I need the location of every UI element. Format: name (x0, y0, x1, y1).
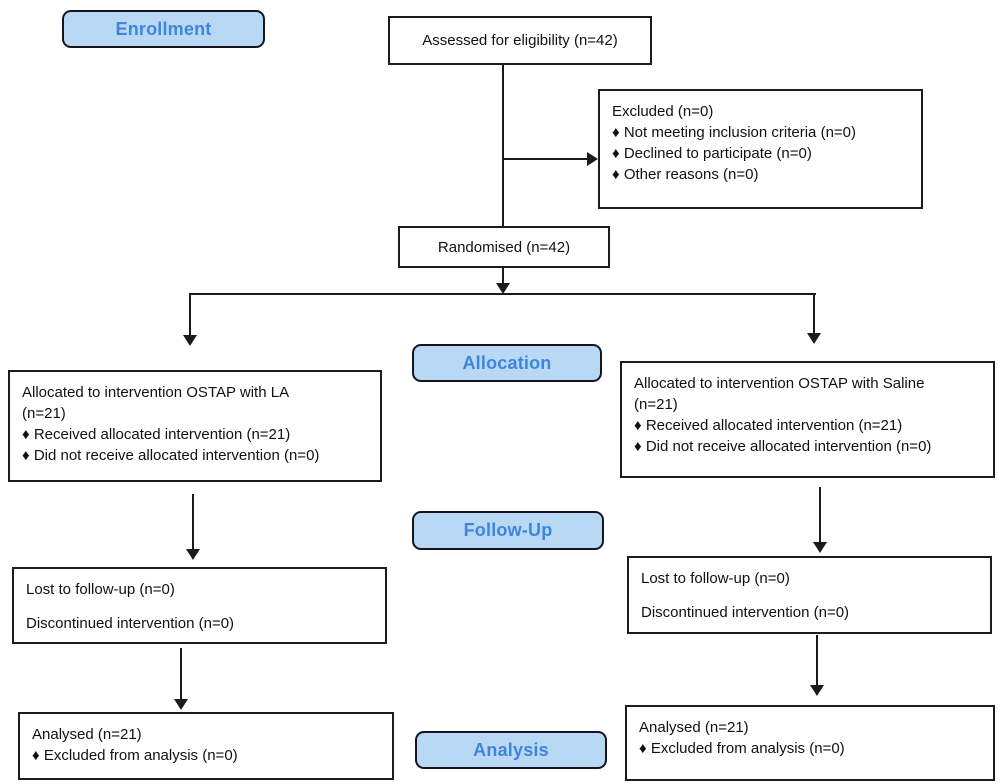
connector-followup-to-analysis-right (816, 635, 818, 686)
connector-assessed-to-randomised (502, 64, 504, 226)
connector-split-to-allocation-left (189, 293, 191, 336)
box-randomised: Randomised (n=42) (398, 226, 610, 268)
connector-to-excluded (503, 158, 588, 160)
box-excluded: Excluded (n=0) ♦ Not meeting inclusion c… (598, 89, 923, 209)
box-allocation-right-title-line2: (n=21) (634, 396, 678, 413)
box-excluded-title: Excluded (n=0) (612, 103, 714, 120)
box-analysis-right-title: Analysed (n=21) (639, 719, 749, 736)
box-analysis-right-item: ♦ Excluded from analysis (n=0) (639, 740, 845, 757)
stage-label-enrollment-text: Enrollment (115, 18, 212, 39)
box-analysis-left-item: ♦ Excluded from analysis (n=0) (32, 747, 238, 764)
connector-allocation-to-followup-right (819, 487, 821, 543)
box-allocation-right-item: ♦ Did not receive allocated intervention… (634, 438, 932, 455)
stage-label-followup-text: Follow-Up (463, 520, 553, 540)
stage-label-followup: Follow-Up (412, 511, 604, 550)
box-followup-right: Lost to follow-up (n=0) Discontinued int… (627, 556, 992, 634)
arrowhead-allocation-left (183, 335, 197, 346)
arrowhead-allocation-right (807, 333, 821, 344)
box-assessed-text: Assessed for eligibility (n=42) (422, 32, 618, 49)
stage-label-allocation: Allocation (412, 344, 602, 382)
box-randomised-text: Randomised (n=42) (437, 238, 571, 256)
box-followup-left-line1: Lost to follow-up (n=0) (26, 581, 175, 598)
box-followup-left: Lost to follow-up (n=0) Discontinued int… (12, 567, 387, 644)
stage-label-enrollment: Enrollment (62, 10, 265, 48)
box-allocation-left: Allocated to intervention OSTAP with LA … (8, 370, 382, 482)
arrowhead-analysis-right (810, 685, 824, 696)
arrowhead-analysis-left (174, 699, 188, 710)
box-followup-left-line2: Discontinued intervention (n=0) (26, 615, 235, 632)
stage-label-allocation-text: Allocation (462, 352, 552, 373)
box-assessed: Assessed for eligibility (n=42) (388, 16, 652, 65)
box-followup-right-line2: Discontinued intervention (n=0) (641, 604, 850, 621)
arrowhead-excluded (587, 152, 598, 166)
box-analysis-left: Analysed (n=21) ♦ Excluded from analysis… (18, 712, 394, 780)
box-allocation-left-title-line2: (n=21) (22, 405, 66, 422)
stage-label-analysis-text: Analysis (473, 739, 549, 760)
split-line (189, 293, 816, 295)
connector-split-to-allocation-right (813, 293, 815, 334)
arrowhead-split (496, 283, 510, 294)
box-allocation-left-item: ♦ Received allocated intervention (n=21) (22, 426, 291, 443)
box-allocation-right-title-line1: Allocated to intervention OSTAP with Sal… (634, 375, 925, 392)
box-allocation-left-title-line1: Allocated to intervention OSTAP with LA (22, 384, 290, 401)
box-allocation-right: Allocated to intervention OSTAP with Sal… (620, 361, 995, 478)
box-allocation-right-item: ♦ Received allocated intervention (n=21) (634, 417, 903, 434)
box-excluded-item: ♦ Declined to participate (n=0) (612, 145, 812, 162)
box-followup-right-line1: Lost to follow-up (n=0) (641, 570, 790, 587)
arrowhead-followup-right (813, 542, 827, 553)
connector-randomised-to-split (502, 267, 504, 285)
box-analysis-left-title: Analysed (n=21) (32, 726, 142, 743)
connector-allocation-to-followup-left (192, 494, 194, 550)
box-excluded-item: ♦ Other reasons (n=0) (612, 166, 759, 183)
box-analysis-right: Analysed (n=21) ♦ Excluded from analysis… (625, 705, 995, 781)
box-excluded-item: ♦ Not meeting inclusion criteria (n=0) (612, 124, 857, 141)
box-allocation-left-item: ♦ Did not receive allocated intervention… (22, 447, 320, 464)
arrowhead-followup-left (186, 549, 200, 560)
stage-label-analysis: Analysis (415, 731, 607, 769)
connector-followup-to-analysis-left (180, 648, 182, 700)
